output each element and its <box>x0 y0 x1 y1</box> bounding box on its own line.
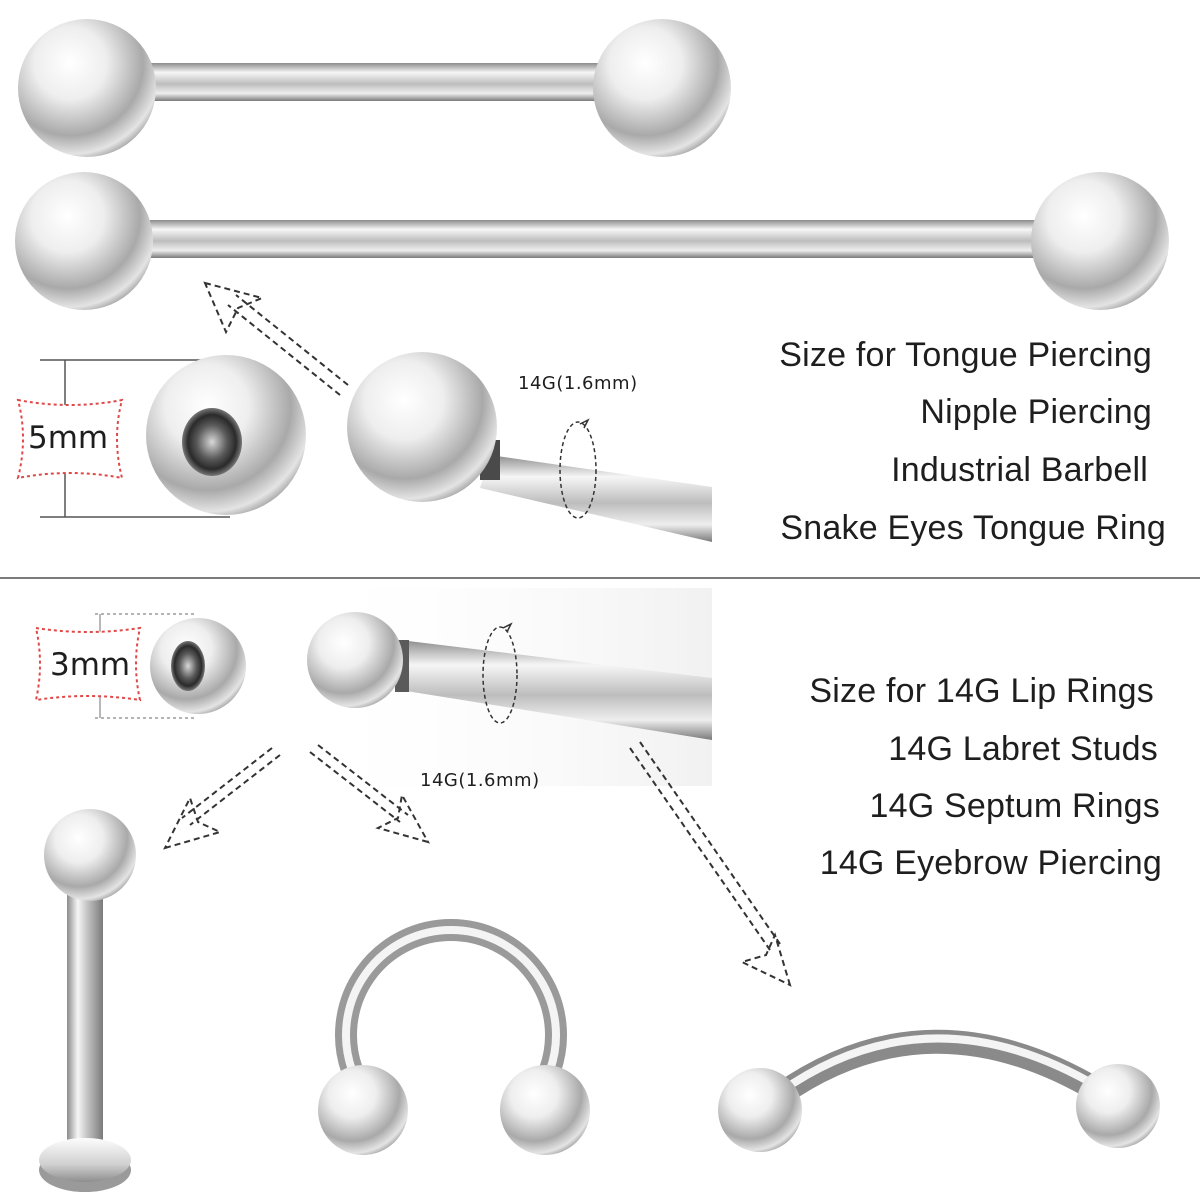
small-ball-closeup-image <box>307 612 712 740</box>
caption-top-4: Snake Eyes Tongue Ring <box>780 509 1166 547</box>
caption-bottom-2: 14G Labret Studs <box>888 730 1158 768</box>
caption-bottom-3: 14G Septum Rings <box>869 787 1160 825</box>
ball-closeup-image <box>347 352 712 542</box>
gauge-label-bottom: 14G(1.6mm) <box>420 770 540 791</box>
ball-size-5mm-label: 5mm <box>28 420 109 456</box>
dashed-arrow-icon <box>203 281 349 396</box>
short-barbell-image <box>18 19 731 157</box>
curved-barbell-image <box>718 1029 1160 1152</box>
ball-dimension-marker <box>16 359 230 518</box>
caption-top-2: Nipple Piercing <box>920 393 1152 431</box>
caption-top-1: Size for Tongue Piercing <box>779 336 1152 374</box>
dashed-arrow-icon <box>163 747 281 850</box>
labret-stud-image <box>39 809 136 1192</box>
caption-bottom-4: 14G Eyebrow Piercing <box>819 844 1162 882</box>
gauge-label-top: 14G(1.6mm) <box>518 373 638 394</box>
ball-size-3mm-label: 3mm <box>50 647 131 683</box>
caption-bottom-1: Size for 14G Lip Rings <box>809 672 1154 710</box>
ball-5mm-image <box>146 355 306 515</box>
caption-top-3: Industrial Barbell <box>891 451 1148 489</box>
small-ball-dimension-marker <box>34 613 195 719</box>
dashed-arrow-icon <box>629 741 792 987</box>
dashed-arrow-icon <box>309 744 431 844</box>
ball-3mm-image <box>150 618 246 714</box>
industrial-barbell-image <box>15 172 1169 310</box>
horseshoe-ring-image <box>318 919 590 1155</box>
